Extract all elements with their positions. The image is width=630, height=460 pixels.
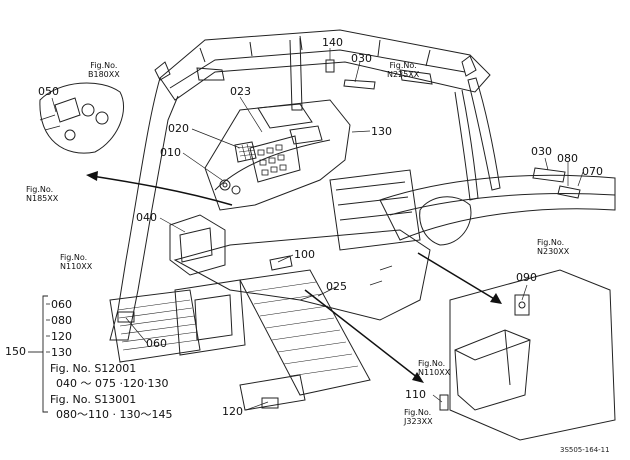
callout-070: 070	[582, 165, 603, 178]
fig-ref-n185: Fig.No.N185XX	[26, 185, 59, 203]
seat-support	[419, 196, 472, 246]
lower-step	[239, 374, 306, 411]
kit-ref-s13001: Fig. No. S13001	[50, 393, 137, 406]
left-step	[109, 289, 201, 363]
fig-ref-b180: Fig.No.B180XX	[88, 61, 120, 79]
callout-150: 150	[5, 345, 26, 358]
center-roof-post	[289, 37, 303, 111]
fig-ref-n225: Fig.No.N225XX	[387, 61, 420, 79]
kit-ref-s12001: Fig. No. S12001	[50, 362, 137, 375]
arrow-to-inset	[91, 175, 233, 206]
callout-120: 120	[222, 405, 243, 418]
callout-010: 010	[160, 146, 181, 159]
underfloor-box	[174, 279, 246, 356]
callout-090: 090	[516, 271, 537, 284]
callout-040: 040	[136, 211, 157, 224]
kit-range-1: 040 ～ 075 ·120·130	[56, 377, 169, 390]
callout-130: 130	[371, 125, 392, 138]
hatched-panel-020	[234, 141, 257, 163]
callout-030-top: 030	[351, 52, 372, 65]
arrow-to-step	[304, 289, 419, 379]
callout-060: 060	[146, 337, 167, 350]
callout-030-fender: 030	[531, 145, 552, 158]
callout-080: 080	[557, 152, 578, 165]
arrow-to-fender-panel	[417, 252, 497, 301]
fig-ref-n230: Fig.No.N230XX	[537, 238, 570, 256]
kit-item-080: 080	[51, 314, 72, 327]
fig-ref-n110-left: Fig.No.N110XX	[60, 253, 93, 271]
cabin-top-frame	[159, 29, 491, 101]
kit-item-060: 060	[51, 298, 72, 311]
callout-140: 140	[322, 36, 343, 49]
callout-050: 050	[38, 85, 59, 98]
center-step	[239, 269, 371, 396]
right-fender	[379, 174, 616, 241]
callout-100: 100	[294, 248, 315, 261]
cabin-floor	[173, 229, 431, 321]
inset-detail-b180	[39, 82, 125, 154]
right-pillar	[467, 77, 501, 191]
kit-range-2: 080～110 · 130～145	[56, 408, 173, 421]
callout-110: 110	[405, 388, 426, 401]
fender-lower-panel	[449, 269, 616, 441]
fig-ref-j323: Fig.No.J323XX	[404, 408, 433, 426]
callout-023: 023	[230, 85, 251, 98]
switch-panel	[249, 135, 301, 183]
callout-020: 020	[168, 122, 189, 135]
kit-bracket	[42, 295, 48, 413]
drawing-code: 3S505-164-11	[560, 446, 610, 454]
left-side-panel	[169, 214, 226, 276]
left-pillar	[109, 77, 179, 341]
kit-item-130: 130	[51, 346, 72, 359]
kit-item-120: 120	[51, 330, 72, 343]
fig-ref-n110-right: Fig.No.N110XX	[418, 359, 451, 377]
callout-025: 025	[326, 280, 347, 293]
